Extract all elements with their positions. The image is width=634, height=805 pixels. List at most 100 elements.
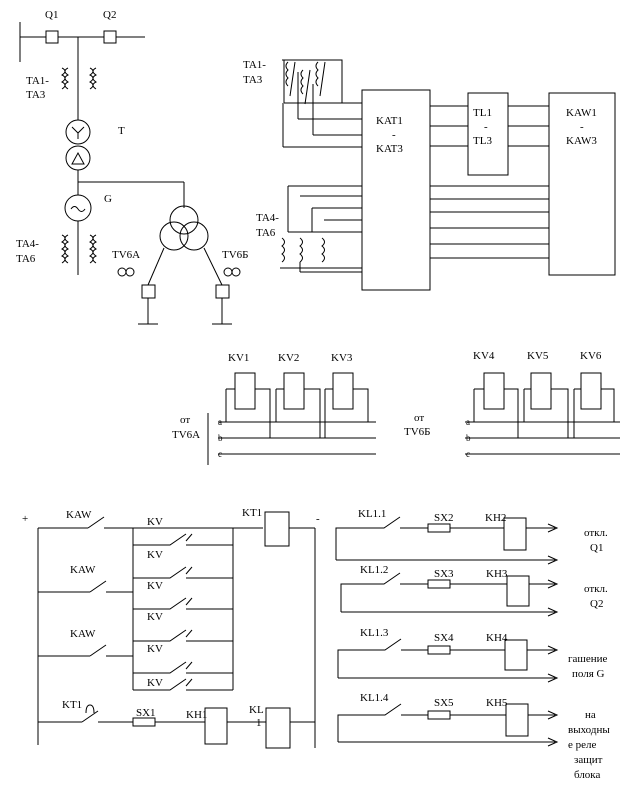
control-circuit: + - KAW KAW KAW KV KV KV KV KV KV KT1 KT…	[22, 507, 320, 749]
label-tv6b-src: TV6Б	[404, 426, 430, 438]
label-tv6a-src: TV6A	[172, 429, 200, 441]
label-tl-a: TL1	[473, 107, 492, 119]
generator-g	[64, 194, 92, 222]
label-ot-b: от	[414, 412, 424, 424]
label-kv-2: KV	[147, 549, 163, 561]
label-kaw-3: KAW	[70, 628, 96, 640]
label-phase-a-left: a	[218, 417, 222, 427]
kl1-coil	[265, 707, 291, 749]
label-g: G	[104, 193, 112, 205]
label-kt1-coil: KT1	[242, 507, 262, 519]
ta1-ta3-coils	[61, 67, 97, 90]
label-kv-3: KV	[147, 580, 163, 592]
label-kt1-contact: KT1	[62, 699, 82, 711]
label-kl-a: KL	[249, 704, 264, 716]
label-kaw-2: KAW	[70, 564, 96, 576]
label-out1-a: откл.	[584, 527, 608, 539]
label-ta4r-b: TA6	[256, 227, 276, 239]
tv6b-symbol	[223, 267, 233, 277]
voltage-relays-right	[465, 372, 620, 455]
label-kh2: KH2	[485, 512, 506, 524]
label-kl13: KL1.3	[360, 627, 389, 639]
voltage-transformer-tv6	[147, 205, 223, 286]
label-ta4r-a: TA4-	[256, 212, 279, 224]
tl1-tl3-box	[467, 92, 509, 176]
label-kl-b: 1	[256, 717, 262, 729]
label-out2-b: Q2	[590, 598, 603, 610]
label-kl12: KL1.2	[360, 564, 388, 576]
label-out4-e: блока	[574, 769, 600, 781]
label-kat-b: -	[392, 129, 396, 141]
label-ta1-a: TA1-	[26, 75, 49, 87]
label-kh3: KH3	[486, 568, 508, 580]
tv6a-symbol	[117, 267, 127, 277]
label-ta1r-a: TA1-	[243, 59, 266, 71]
label-tv6b: TV6Б	[222, 249, 248, 261]
voltage-relays-left	[207, 372, 376, 465]
label-q2: Q2	[103, 9, 116, 21]
label-out4-a: на	[585, 709, 596, 721]
kv-contacts	[133, 533, 233, 691]
label-sx1: SX1	[136, 707, 156, 719]
label-kat-a: KAT1	[376, 115, 403, 127]
breaker-q1	[45, 30, 59, 44]
transformer-t-upper	[65, 119, 91, 145]
label-kv-6: KV	[147, 677, 163, 689]
breaker-q2	[103, 30, 117, 44]
label-ta1-b: TA3	[26, 89, 46, 101]
label-tl-c: TL3	[473, 135, 492, 147]
ta4-ta6-coils	[61, 234, 97, 264]
label-kv4: KV4	[473, 350, 495, 362]
label-kat-c: KAT3	[376, 143, 403, 155]
label-ta1r-b: TA3	[243, 74, 263, 86]
label-out2-a: откл.	[584, 583, 608, 595]
label-phase-c-left: c	[218, 449, 222, 459]
label-out3-b: поля G	[572, 668, 605, 680]
label-phase-c-right: c	[466, 449, 470, 459]
label-out4-d: защит	[574, 754, 603, 766]
label-kl11: KL1.1	[358, 508, 386, 520]
label-kv1: KV1	[228, 352, 249, 364]
label-sx4: SX4	[434, 632, 454, 644]
label-plus: +	[22, 513, 28, 525]
label-sx3: SX3	[434, 568, 454, 580]
label-ta4-a: TA4-	[16, 238, 39, 250]
label-out3-a: гашение	[568, 653, 608, 665]
label-kv-4: KV	[147, 611, 163, 623]
label-kv5: KV5	[527, 350, 549, 362]
label-sx5: SX5	[434, 697, 454, 709]
label-kaw-1: KAW	[66, 509, 92, 521]
transformer-t-lower	[65, 145, 91, 171]
fuse-tv6a	[141, 284, 156, 299]
label-kv3: KV3	[331, 352, 353, 364]
kh1-coil	[204, 707, 228, 745]
generator-block-scheme: Q1 Q2 TA1- TA3 T G TA4- TA6 TV6A TV6Б	[16, 9, 248, 325]
label-q1: Q1	[45, 9, 58, 21]
label-kaw-b: -	[580, 121, 584, 133]
kat1-kat3-box	[361, 89, 431, 291]
differential-protection-scheme: TA1- TA3 TA4- TA6 KAT1 - KAT3 TL1 - TL3 …	[243, 59, 616, 291]
label-phase-b-right: b	[466, 433, 471, 443]
label-tl-b: -	[484, 121, 488, 133]
label-kl14: KL1.4	[360, 692, 389, 704]
label-kh4: KH4	[486, 632, 508, 644]
label-out1-b: Q1	[590, 542, 603, 554]
kaw1-kaw3-box	[548, 92, 616, 276]
label-kv2: KV2	[278, 352, 299, 364]
label-kv-5: KV	[147, 643, 163, 655]
label-kv6: KV6	[580, 350, 602, 362]
label-sx2: SX2	[434, 512, 454, 524]
label-out4-b: выходны	[568, 724, 610, 736]
label-tv6a: TV6A	[112, 249, 140, 261]
fuse-tv6b	[215, 284, 230, 299]
label-kv-1: KV	[147, 516, 163, 528]
label-minus: -	[316, 513, 320, 525]
label-ta4-b: TA6	[16, 253, 36, 265]
label-t: T	[118, 125, 125, 137]
label-phase-b-left: b	[218, 433, 223, 443]
sx1-indicator	[132, 717, 156, 727]
label-kh1: KH1	[186, 709, 207, 721]
label-kh5: KH5	[486, 697, 508, 709]
